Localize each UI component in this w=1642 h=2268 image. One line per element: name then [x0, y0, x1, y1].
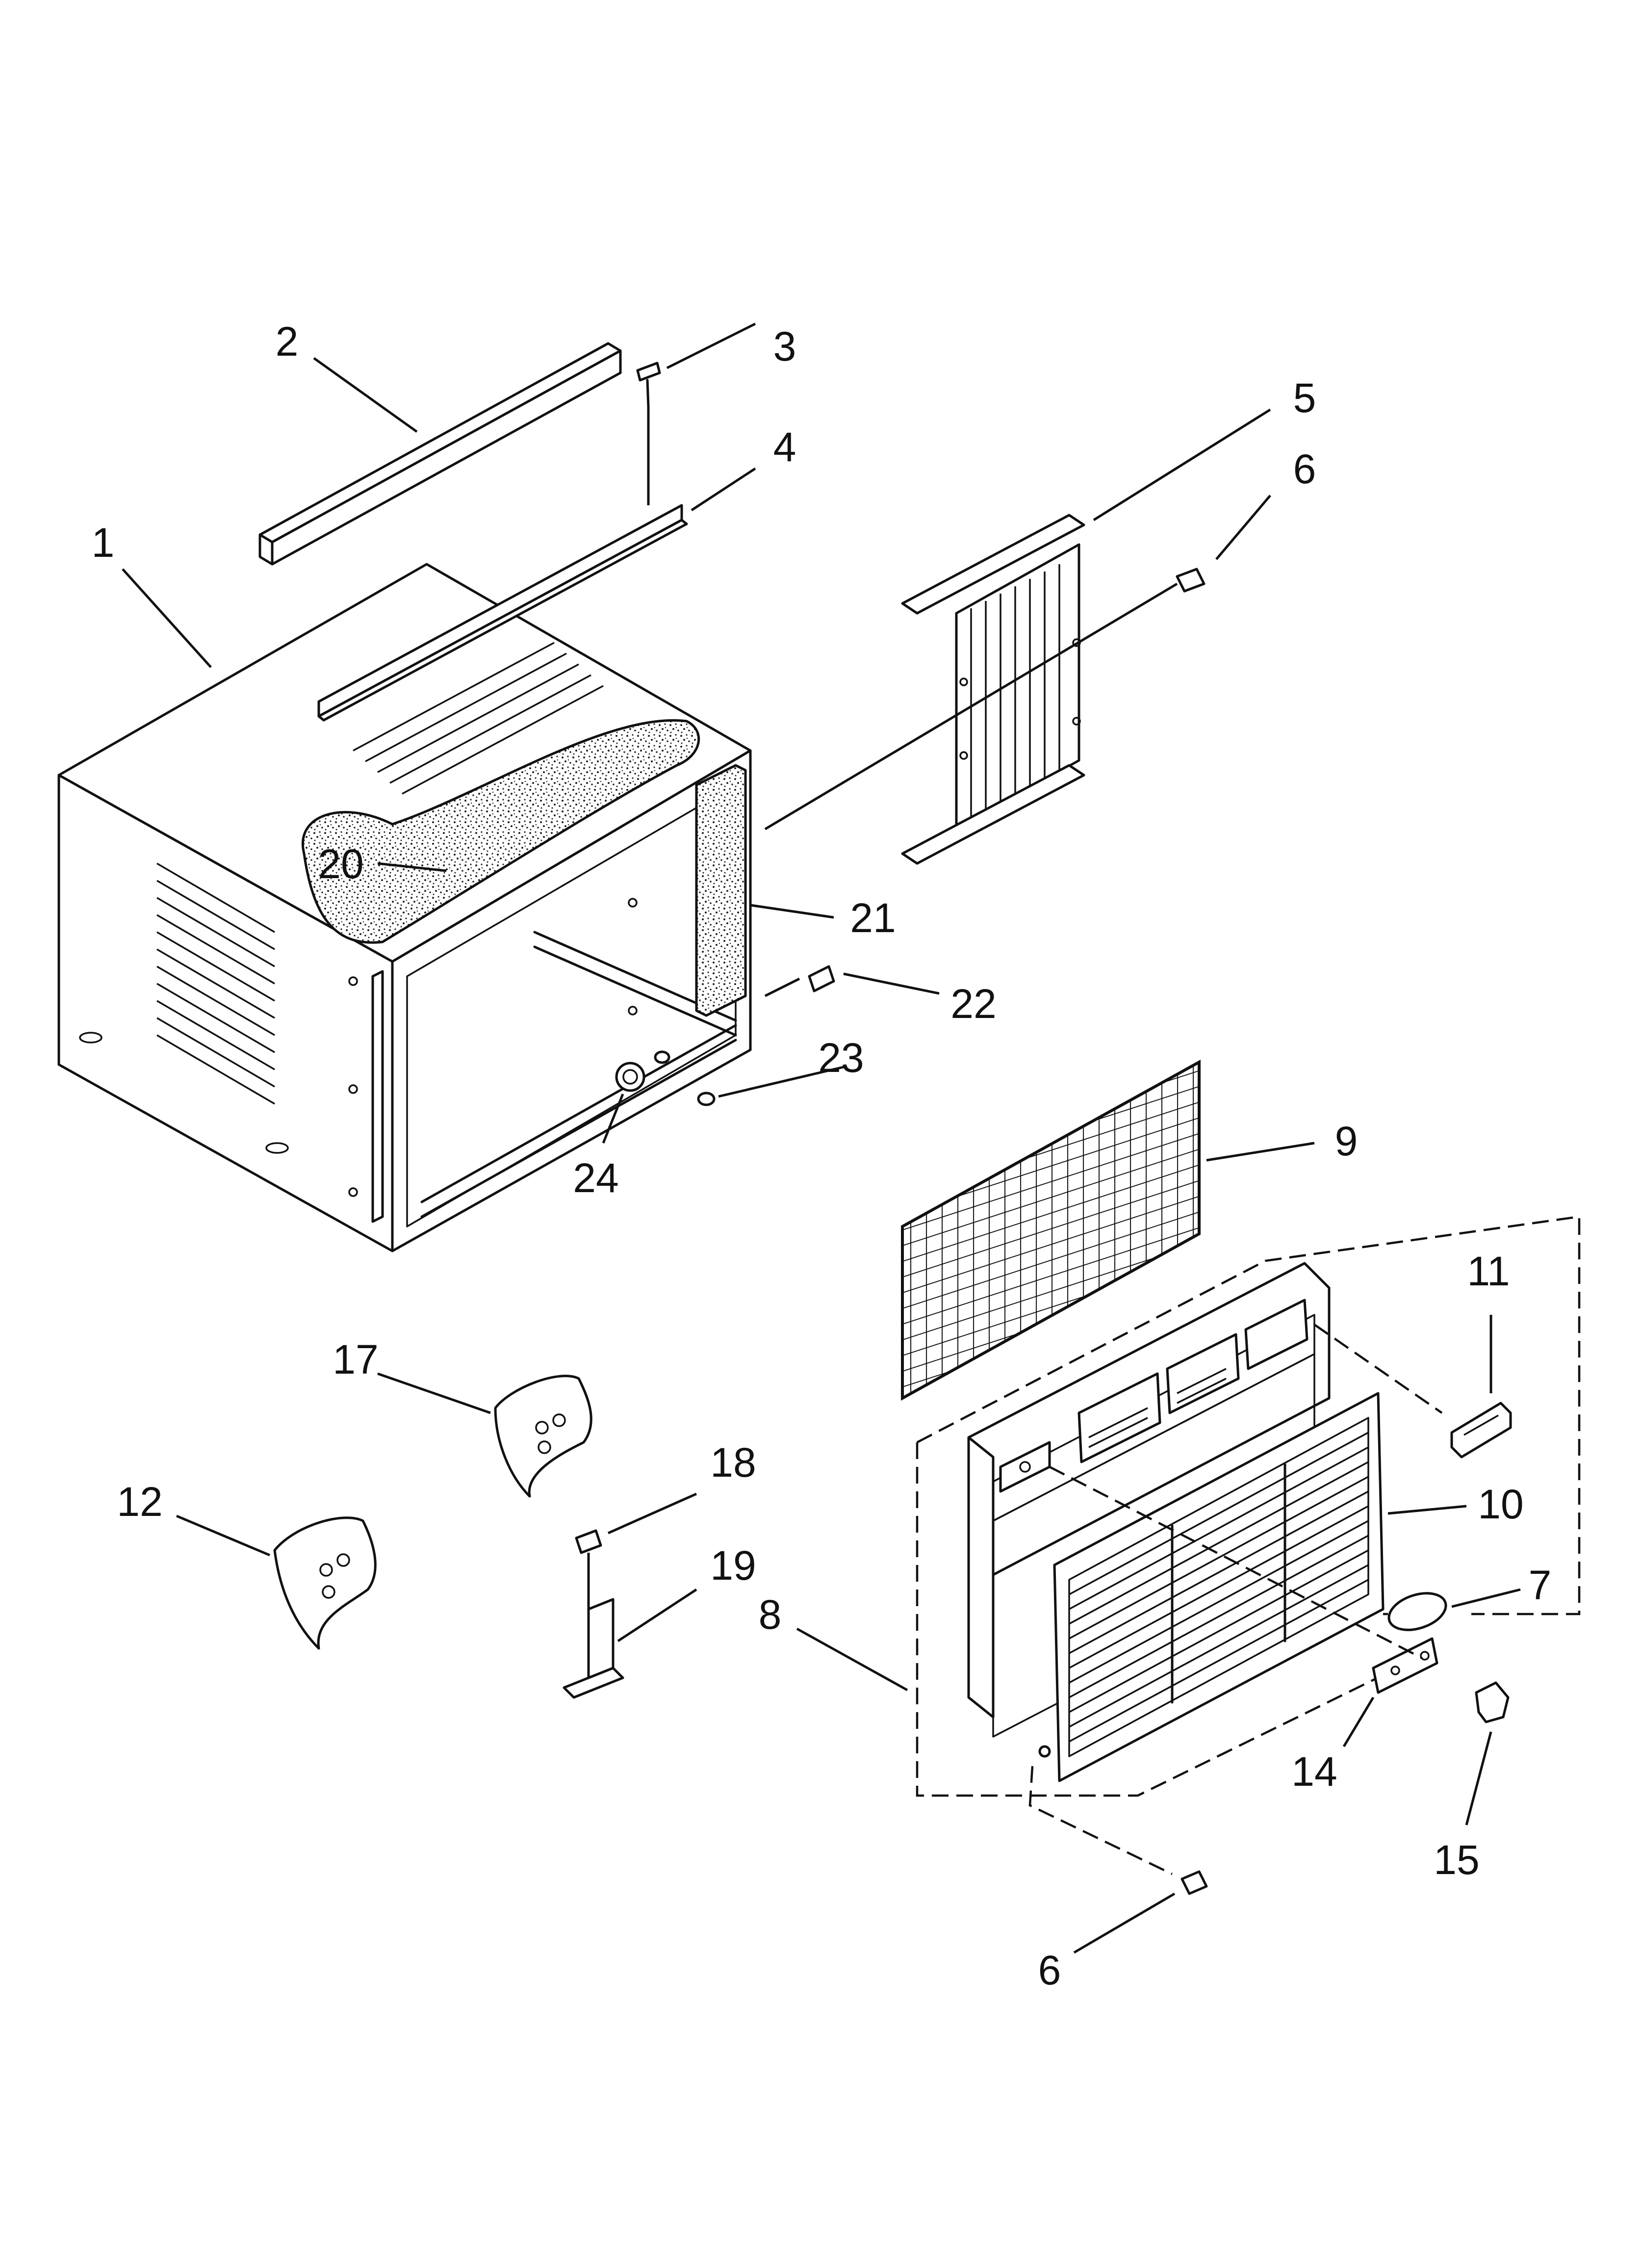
callout-20: 20 — [318, 841, 363, 887]
callout-7: 7 — [1529, 1562, 1552, 1608]
callout-24: 24 — [573, 1155, 618, 1201]
callout-19: 19 — [710, 1542, 756, 1589]
drain-bushing-part — [615, 1062, 645, 1092]
cabinet-part — [57, 563, 752, 1252]
bracket-kit-17 — [494, 1375, 592, 1498]
callout-23: 23 — [818, 1035, 864, 1081]
callout-6-lower: 6 — [1038, 1947, 1061, 1993]
screw-part-top — [636, 362, 661, 505]
callout-21: 21 — [850, 895, 896, 941]
callout-14: 14 — [1291, 1748, 1337, 1795]
callout-labels: 1 2 3 4 5 6 6 7 8 9 10 11 12 14 15 17 18… — [92, 318, 1552, 1993]
control-knob-part — [1313, 1324, 1512, 1459]
callout-6-upper: 6 — [1293, 446, 1316, 492]
screw-part-lower — [1180, 1870, 1208, 1895]
side-louvers — [156, 862, 275, 1105]
screw-part-22 — [764, 965, 835, 997]
callout-2: 2 — [276, 318, 299, 365]
seal-strip-part — [317, 504, 688, 722]
assembly-dashline — [1049, 1465, 1423, 1660]
top-rail-part — [258, 342, 622, 566]
callout-8: 8 — [759, 1591, 782, 1638]
callout-12: 12 — [117, 1479, 162, 1525]
bracket-kit-12 — [273, 1516, 377, 1650]
screw-dashline — [1028, 1766, 1173, 1876]
callout-18: 18 — [710, 1439, 756, 1486]
callout-15: 15 — [1434, 1837, 1479, 1883]
washer-part — [654, 1050, 716, 1106]
callout-17: 17 — [333, 1336, 378, 1382]
side-seal-part — [695, 764, 747, 1017]
leader-arrows — [122, 322, 1521, 1954]
callout-22: 22 — [950, 981, 996, 1027]
callout-9: 9 — [1335, 1118, 1358, 1164]
callout-11: 11 — [1467, 1248, 1510, 1294]
bracket-part-19 — [563, 1598, 624, 1699]
badge-part — [1387, 1592, 1447, 1631]
bracket-part-14 — [1372, 1637, 1438, 1694]
mounting-angle-part — [901, 514, 1085, 865]
filter-part — [901, 1059, 1201, 1401]
callout-5: 5 — [1293, 375, 1316, 421]
front-panel-part — [967, 1262, 1331, 1738]
callout-4: 4 — [773, 424, 796, 470]
screw-part-upper-right — [764, 568, 1206, 831]
callout-10: 10 — [1478, 1481, 1523, 1527]
insulation-part — [302, 719, 700, 944]
clip-part — [1475, 1681, 1510, 1723]
grille-part — [1038, 1392, 1385, 1782]
top-louvers — [353, 642, 604, 795]
callout-3: 3 — [773, 323, 796, 369]
callout-1: 1 — [92, 520, 115, 566]
